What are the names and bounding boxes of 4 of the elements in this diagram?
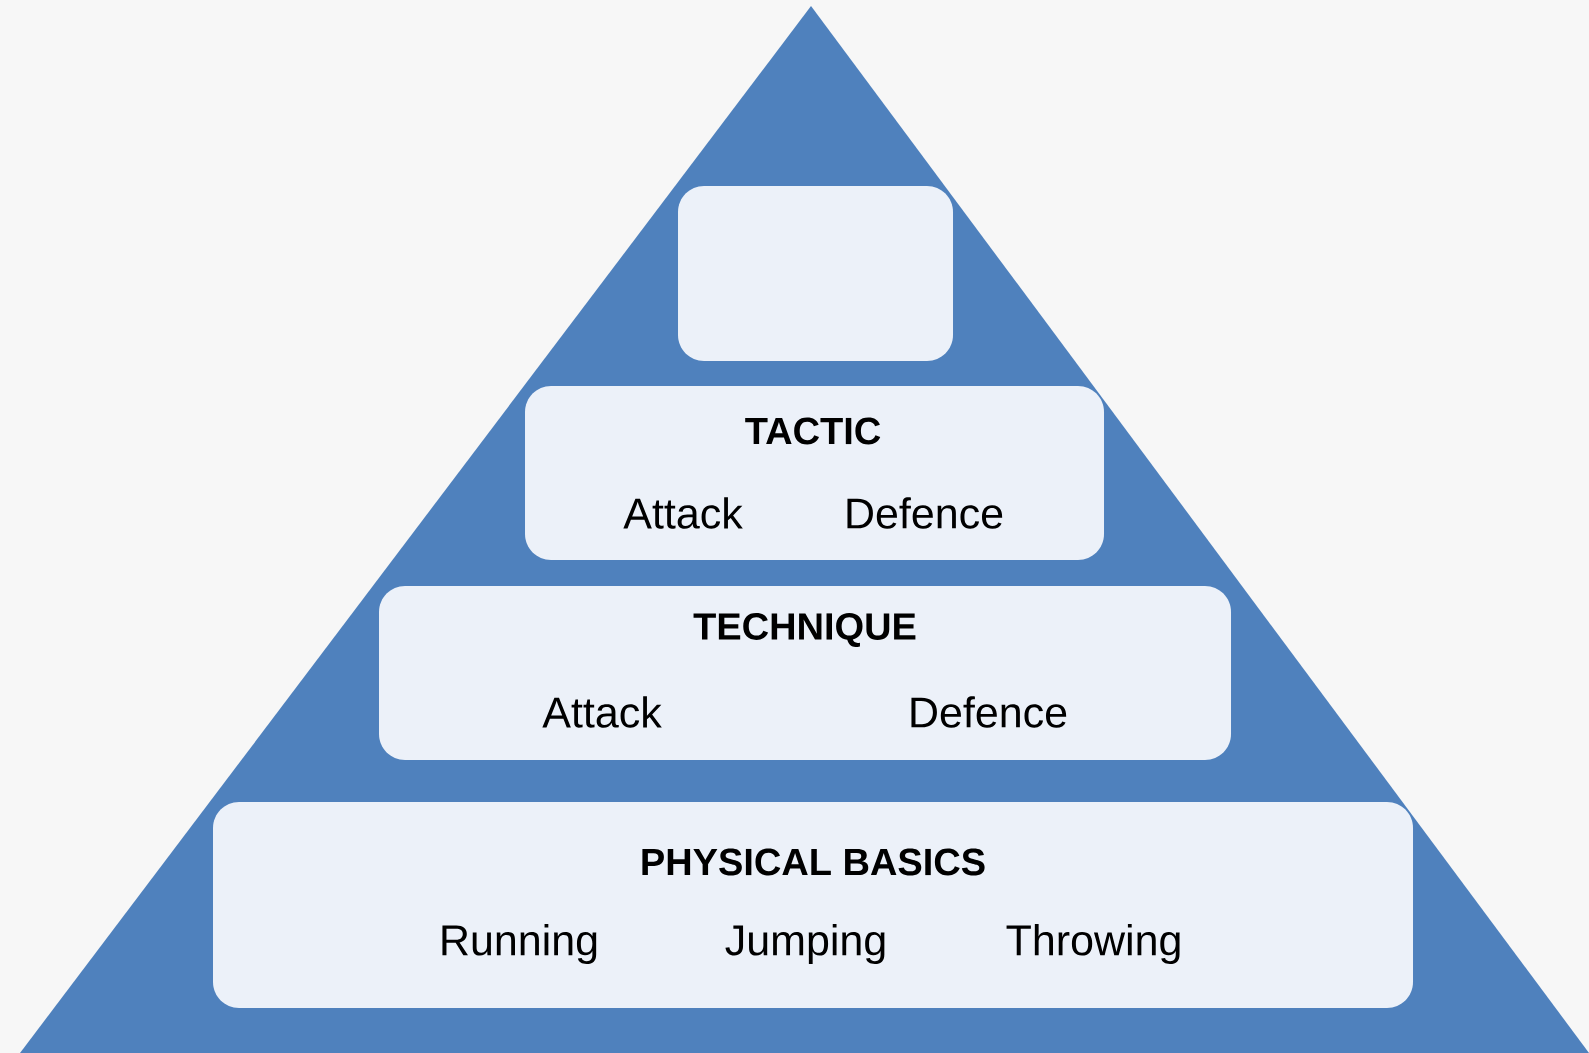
level-box: TECHNIQUE Attack Defence — [379, 586, 1231, 760]
level-box: TACTIC Attack Defence — [525, 386, 1104, 560]
empty-box — [678, 186, 953, 361]
level-box: PHYSICAL BASICS Running Jumping Throwing — [213, 802, 1413, 1008]
